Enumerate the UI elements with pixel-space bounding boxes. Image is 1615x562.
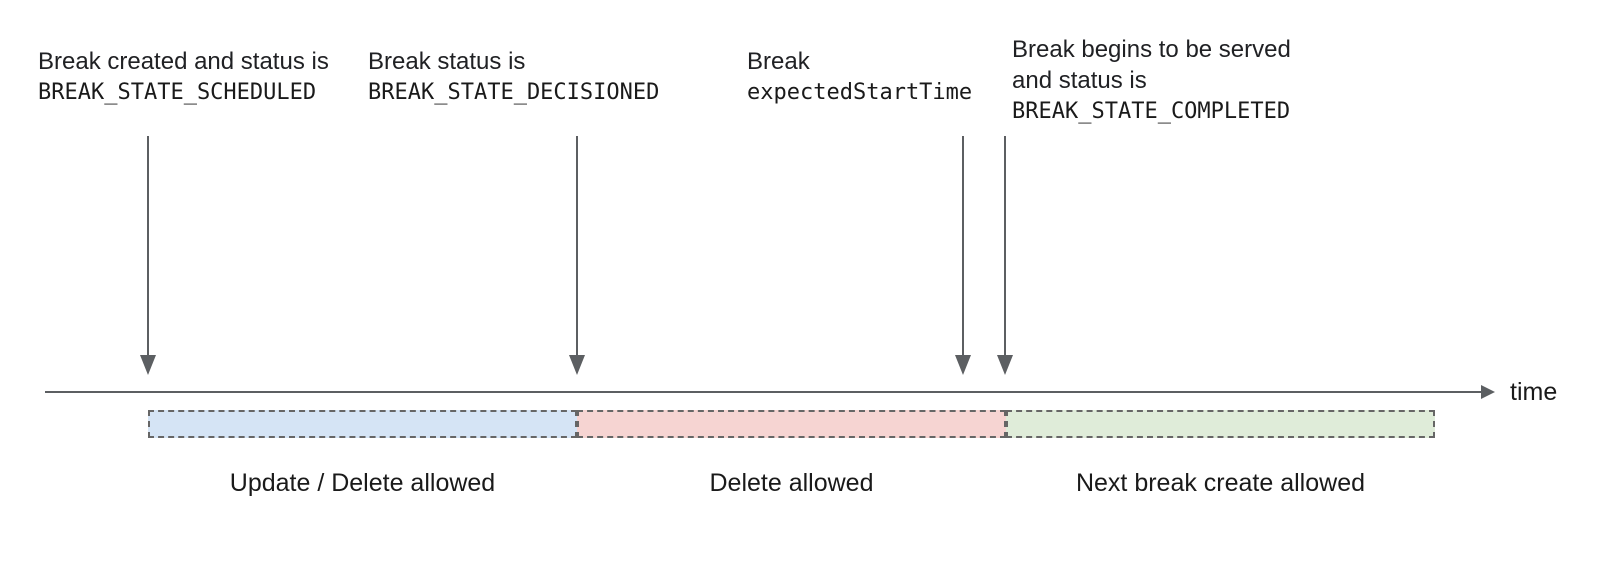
- annotation-field-code: expectedStartTime: [747, 80, 973, 105]
- annotation-expected-start-time: Break expectedStartTime: [747, 46, 972, 108]
- right-arrow-icon: [1481, 385, 1495, 399]
- annotation-state-code: BREAK_STATE_COMPLETED: [1012, 99, 1291, 124]
- annotation-text: Break created and status is: [38, 48, 329, 75]
- annotation-state-code: BREAK_STATE_SCHEDULED: [38, 80, 317, 105]
- annotation-text: Break status is: [368, 48, 526, 75]
- annotation-break-completed: Break begins to be served and status is …: [1012, 34, 1291, 127]
- down-arrow-icon: [997, 136, 1013, 375]
- segment-update-delete-allowed: [148, 410, 577, 438]
- annotation-text: Break begins to be served: [1012, 36, 1291, 63]
- down-arrow-icon: [140, 136, 156, 375]
- segment-next-break-create-allowed: [1006, 410, 1435, 438]
- annotation-break-decisioned: Break status is BREAK_STATE_DECISIONED: [368, 46, 659, 108]
- annotation-text: Break: [747, 48, 810, 75]
- down-arrow-icon: [569, 136, 585, 375]
- time-axis-label: time: [1510, 378, 1558, 406]
- annotation-state-code: BREAK_STATE_DECISIONED: [368, 80, 660, 105]
- segment-caption-update-delete: Update / Delete allowed: [229, 469, 496, 497]
- annotation-text: and status is: [1012, 67, 1147, 94]
- down-arrow-icon: [955, 136, 971, 375]
- segment-caption-delete: Delete allowed: [709, 469, 874, 497]
- segment-caption-next-break-create: Next break create allowed: [1075, 469, 1366, 497]
- time-axis-line: [45, 391, 1481, 393]
- annotation-break-scheduled: Break created and status is BREAK_STATE_…: [38, 46, 329, 108]
- segment-delete-allowed: [577, 410, 1006, 438]
